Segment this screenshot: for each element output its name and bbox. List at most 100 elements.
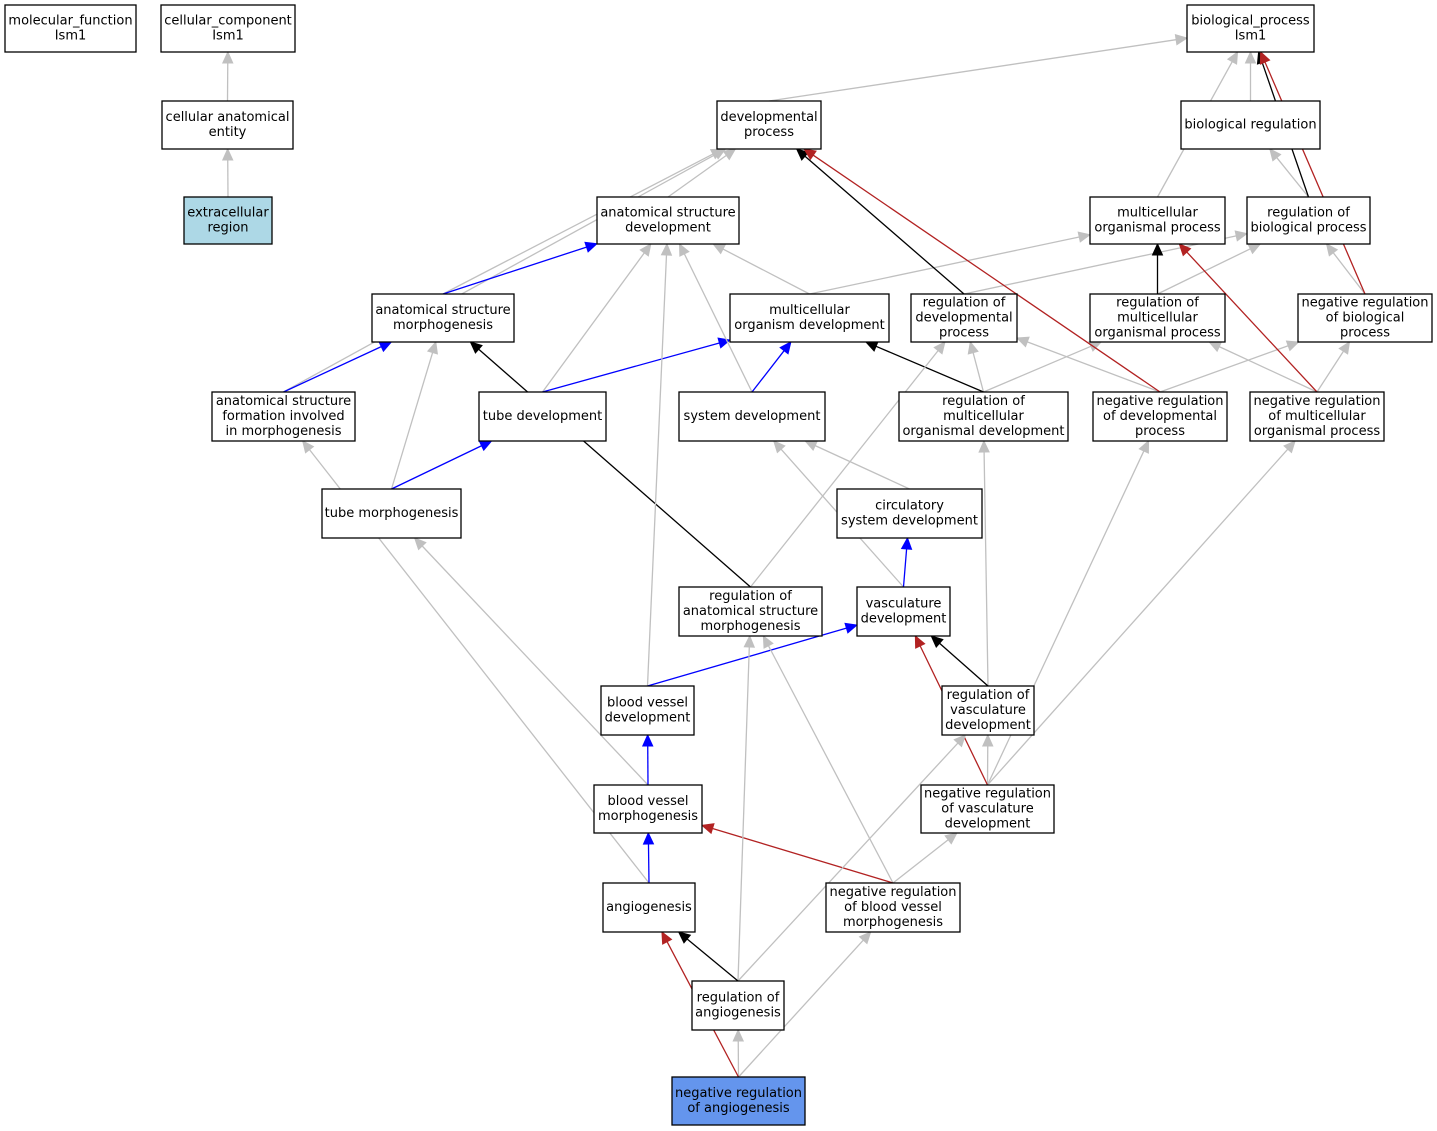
edge-line [812, 154, 1161, 393]
term-label: development [625, 221, 711, 236]
edge-is-a [283, 148, 727, 393]
term-label: multicellular [1117, 206, 1198, 221]
arrowhead-icon [967, 340, 979, 355]
term-box[interactable] [678, 391, 826, 442]
term-box[interactable] [1089, 196, 1226, 245]
term-label: developmental [720, 110, 817, 125]
term-box[interactable] [593, 784, 703, 834]
term-box[interactable] [4, 4, 137, 53]
term-box[interactable] [1180, 100, 1321, 150]
term-box[interactable] [596, 196, 740, 245]
term-box[interactable] [678, 586, 823, 637]
term-box[interactable] [211, 391, 356, 442]
edge-is-a [978, 439, 990, 687]
term-box[interactable] [160, 4, 296, 53]
term-box[interactable] [1249, 391, 1385, 442]
arrowhead-icon [1244, 50, 1257, 64]
edge-regulates [930, 635, 989, 687]
term-box[interactable] [321, 488, 462, 539]
edge-line [478, 348, 751, 588]
term-node-br[interactable]: biological regulation [1180, 100, 1321, 150]
edge-line [686, 938, 739, 982]
edge-is-a [981, 733, 994, 786]
term-box[interactable] [898, 391, 1069, 442]
edge-line [391, 445, 482, 490]
term-box[interactable] [1092, 391, 1228, 442]
arrowhead-icon [953, 734, 967, 748]
term-label: negative regulation [1253, 394, 1380, 409]
term-box[interactable] [836, 488, 983, 539]
term-box[interactable] [941, 685, 1035, 736]
term-box[interactable] [600, 685, 695, 736]
edge-line [902, 548, 908, 588]
term-box[interactable] [1246, 196, 1371, 245]
term-box[interactable] [602, 882, 696, 933]
edge-is-a [541, 243, 652, 393]
term-node-sd[interactable]: system development [678, 391, 826, 442]
term-label: negative regulation [829, 885, 956, 900]
arrowhead-icon [378, 341, 393, 353]
term-node-td[interactable]: tube development [478, 391, 607, 442]
term-label: organismal process [1094, 221, 1220, 236]
edge-line [809, 236, 1080, 295]
term-box[interactable] [1089, 293, 1226, 343]
term-box[interactable] [910, 293, 1018, 343]
edge-is-a [1157, 243, 1262, 295]
arrowhead-icon [762, 634, 774, 649]
term-node-ang[interactable]: angiogenesis [602, 882, 696, 933]
edge-is-a [737, 734, 967, 982]
term-label: morphogenesis [393, 318, 493, 333]
term-box[interactable] [691, 980, 785, 1031]
term-box[interactable] [371, 293, 515, 343]
edge-line [738, 939, 864, 1078]
term-label: negative regulation [1301, 296, 1428, 311]
edge-is-a [809, 231, 1092, 295]
term-box[interactable] [1186, 4, 1315, 53]
edge-line [647, 843, 650, 884]
term-box[interactable] [716, 100, 822, 150]
term-node-tm[interactable]: tube morphogenesis [321, 488, 462, 539]
edge-line [875, 345, 984, 393]
term-box[interactable] [671, 1076, 806, 1126]
term-label: system development [684, 409, 821, 424]
term-box[interactable] [825, 882, 961, 933]
term-box[interactable] [183, 196, 273, 245]
arrowhead-icon [900, 536, 913, 550]
term-box[interactable] [161, 100, 294, 150]
arrowhead-icon [426, 340, 438, 355]
edge-is-a [1159, 340, 1300, 393]
term-box[interactable] [920, 784, 1055, 834]
term-box[interactable] [856, 586, 951, 637]
term-box[interactable] [729, 293, 890, 343]
term-box[interactable] [1297, 293, 1433, 343]
term-box[interactable] [478, 391, 607, 442]
